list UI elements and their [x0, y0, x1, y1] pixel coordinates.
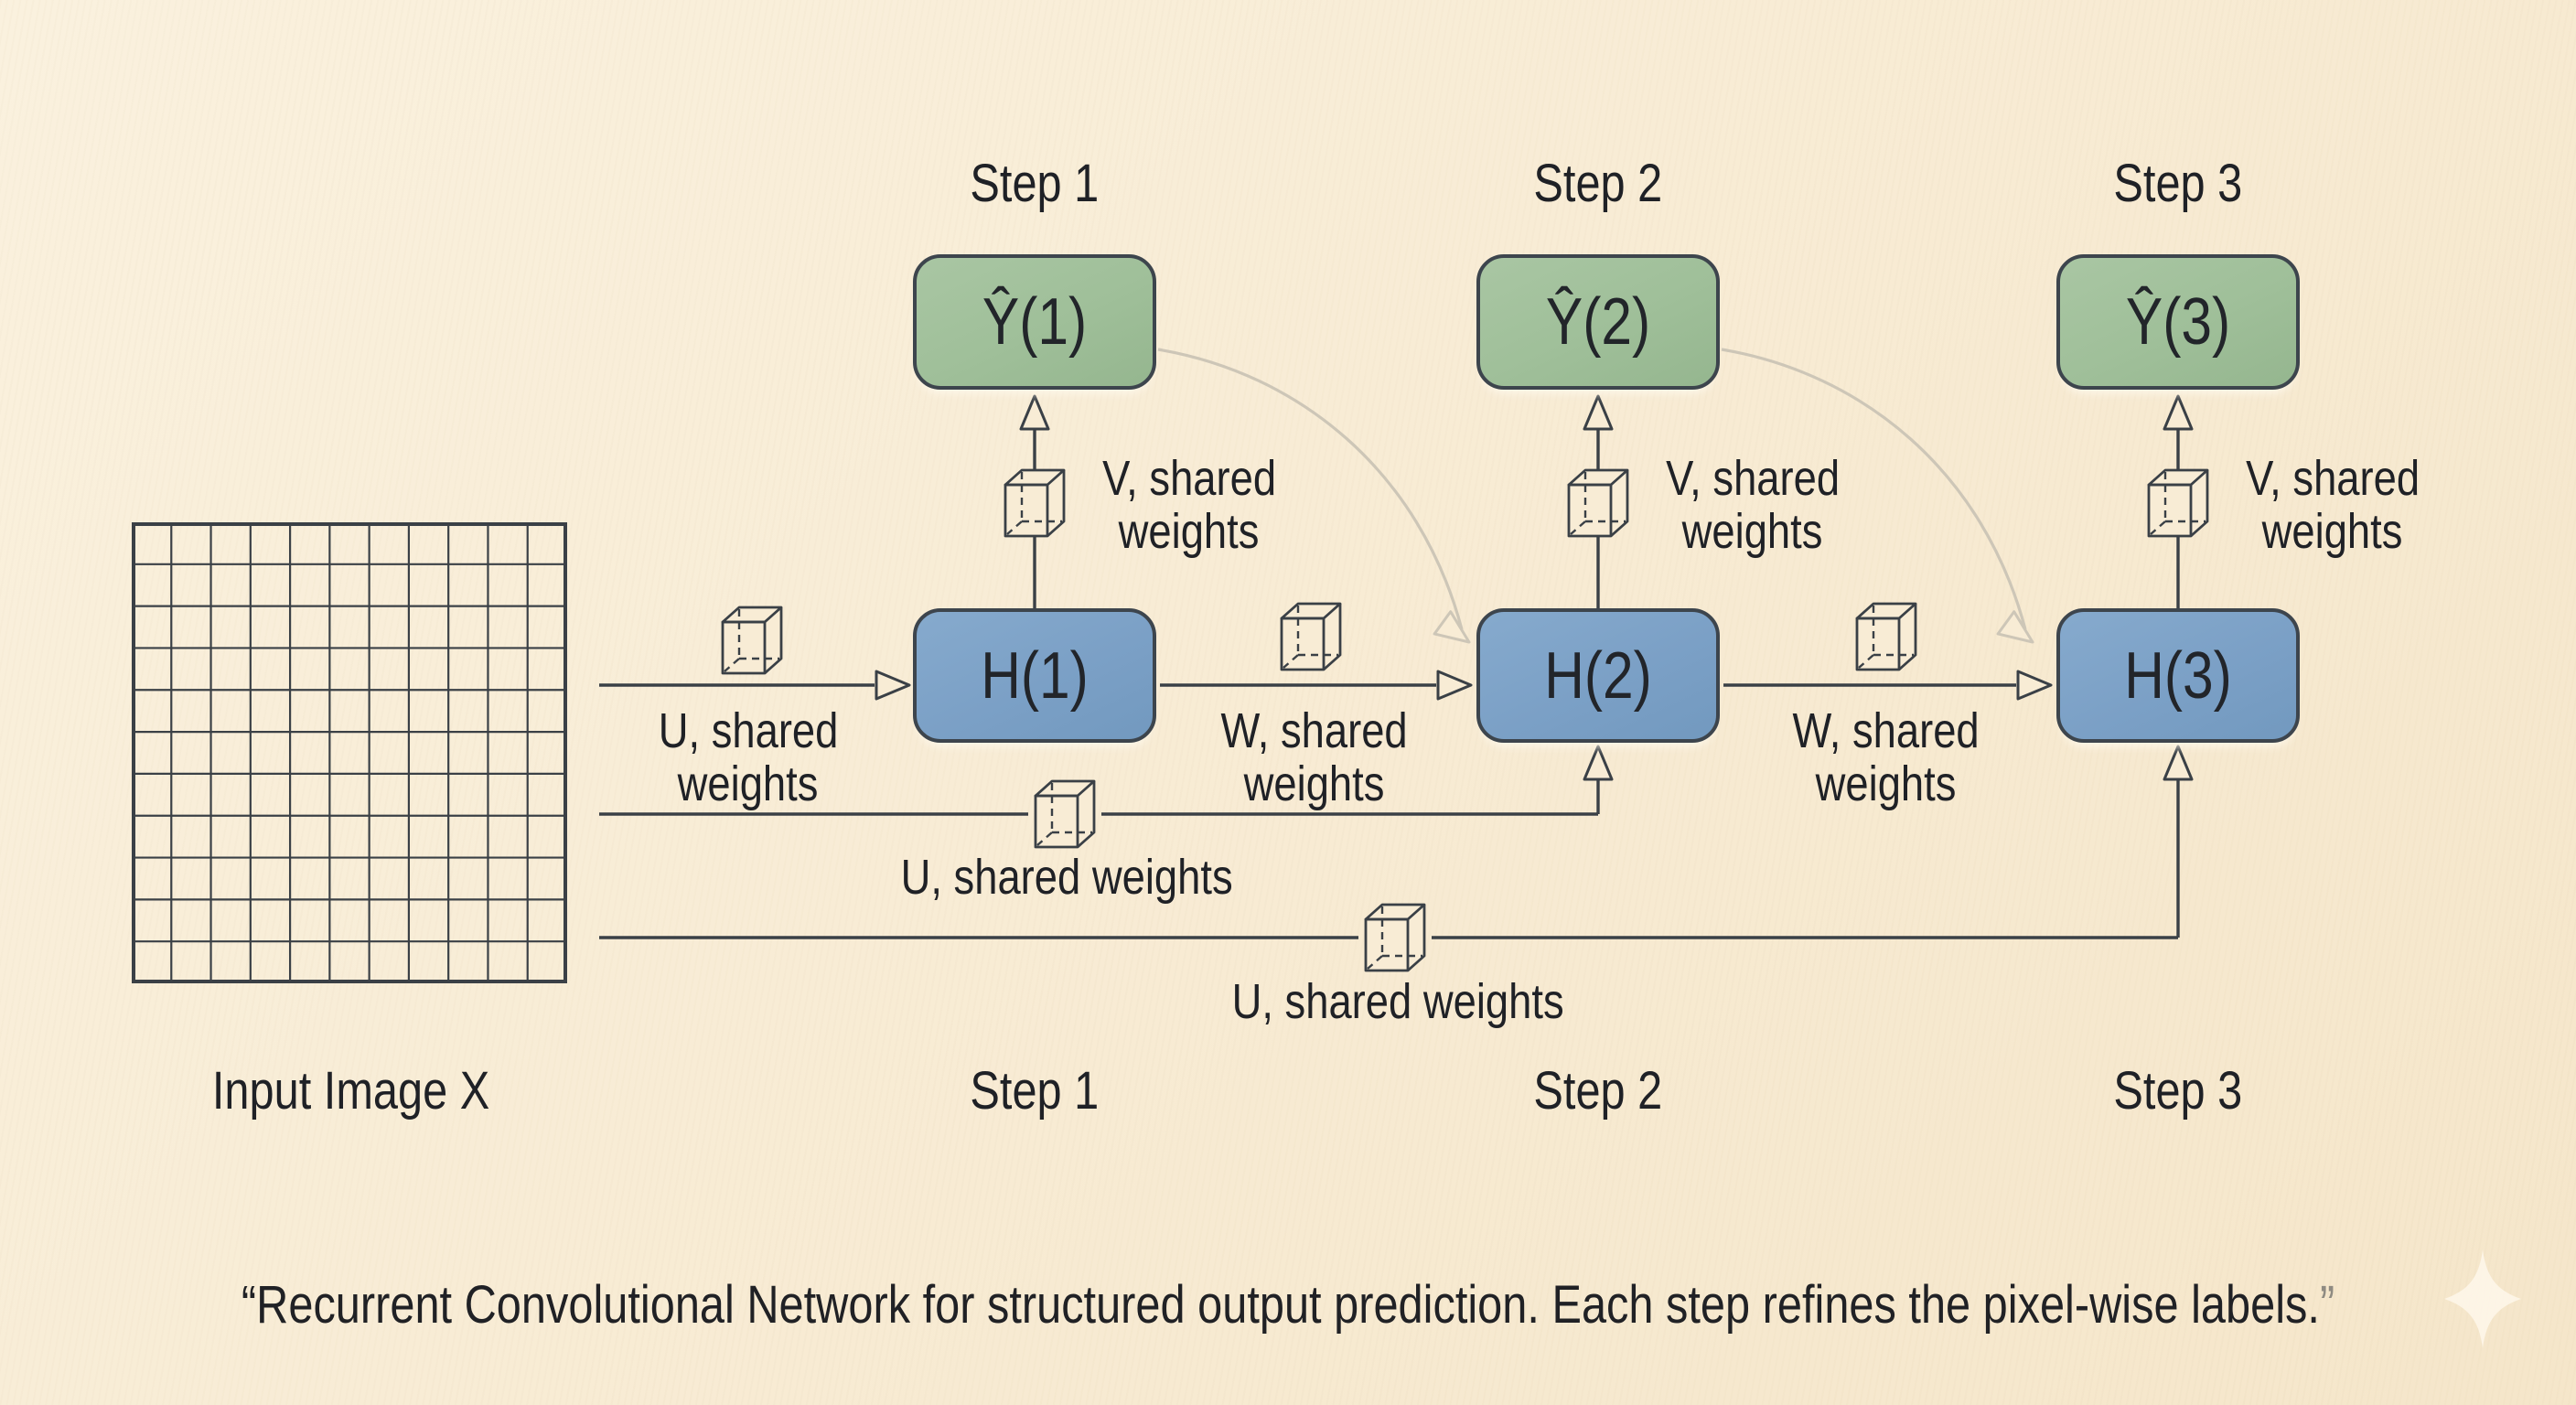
v2-line2: weights — [1682, 504, 1823, 560]
node-y3-label: Ŷ(3) — [2125, 285, 2231, 359]
conv-cube-w1-icon — [1280, 602, 1342, 671]
step1-top-text: Step 1 — [970, 154, 1100, 213]
arrowhead-up-into-h3 — [2163, 745, 2194, 781]
step3-top-text: Step 3 — [2113, 154, 2243, 213]
arrowhead-into-h2 — [1436, 670, 1473, 701]
arrow-input-to-h3-recurrent — [599, 779, 2180, 939]
node-h2-label: H(2) — [1544, 638, 1652, 713]
v1-line1: V, shared — [1102, 451, 1276, 506]
node-y2-label: Ŷ(2) — [1545, 285, 1651, 359]
w2-line1: W, shared — [1792, 703, 1980, 758]
node-h3: H(3) — [2056, 608, 2300, 743]
step1-bottom-text: Step 1 — [970, 1061, 1100, 1121]
v-weights-label-3: V, shared weights — [2131, 452, 2534, 559]
u1-line2: weights — [678, 756, 819, 812]
step3-top-label: Step 3 — [2023, 154, 2334, 213]
feedback-curves — [1157, 348, 2027, 630]
step2-bottom-text: Step 2 — [1533, 1061, 1663, 1121]
arrowhead-up-into-y2 — [1583, 394, 1614, 431]
conv-cube-u2-icon — [1034, 779, 1096, 849]
u-weights-label-input: U, shared weights — [547, 704, 950, 811]
node-h1: H(1) — [913, 608, 1156, 743]
arrowhead-up-into-y1 — [1019, 394, 1050, 431]
step2-top-label: Step 2 — [1443, 154, 1754, 213]
step2-top-text: Step 2 — [1533, 154, 1663, 213]
caption-open-quote: “ — [241, 1275, 257, 1335]
w2-line2: weights — [1816, 756, 1957, 812]
step1-top-label: Step 1 — [879, 154, 1190, 213]
u-weights-label-recurrent3: U, shared weights — [1197, 974, 1599, 1029]
step1-bottom-label: Step 1 — [833, 1061, 1236, 1121]
node-y1-label: Ŷ(1) — [982, 285, 1088, 359]
curve-y2-to-h3 — [1721, 348, 2027, 630]
input-image-grid — [132, 522, 567, 983]
caption-text: Recurrent Convolutional Network for stru… — [256, 1275, 2320, 1335]
step3-bottom-text: Step 3 — [2113, 1061, 2243, 1121]
node-y2: Ŷ(2) — [1476, 254, 1720, 390]
caption: “Recurrent Convolutional Network for str… — [0, 1275, 2576, 1335]
w-weights-label-1: W, shared weights — [1113, 704, 1516, 811]
w-weights-label-2: W, shared weights — [1685, 704, 2088, 811]
v3-line1: V, shared — [2246, 451, 2420, 506]
sparkle-icon — [2444, 1249, 2521, 1348]
input-image-text: Input Image X — [212, 1061, 490, 1121]
u-weights-label-recurrent2: U, shared weights — [865, 850, 1268, 905]
arrowhead-up-into-h2 — [1583, 745, 1614, 781]
u3-text: U, shared weights — [1231, 974, 1564, 1029]
w1-line1: W, shared — [1220, 703, 1409, 758]
input-grid-icon — [132, 522, 567, 983]
v3-line2: weights — [2262, 504, 2403, 560]
node-h3-label: H(3) — [2124, 638, 2232, 713]
conv-cube-u1-icon — [721, 606, 783, 675]
conv-cube-u3-icon — [1364, 903, 1426, 972]
input-image-label: Input Image X — [150, 1061, 553, 1121]
node-h1-label: H(1) — [981, 638, 1089, 713]
curve-y1-to-h2 — [1157, 348, 1464, 630]
caption-close-quote: ” — [2319, 1275, 2335, 1335]
node-h2: H(2) — [1476, 608, 1720, 743]
step2-bottom-label: Step 2 — [1397, 1061, 1799, 1121]
conv-cube-w2-icon — [1855, 602, 1917, 671]
v1-line2: weights — [1119, 504, 1260, 560]
arrow-input-to-h2-recurrent — [599, 779, 1600, 816]
node-y1: Ŷ(1) — [913, 254, 1156, 390]
light-arrowhead-into-h2 — [1433, 610, 1479, 655]
u2-text: U, shared weights — [900, 850, 1233, 905]
u1-line1: U, shared — [658, 703, 839, 758]
arrowhead-into-h3 — [2016, 670, 2053, 701]
dark-wires — [599, 426, 2180, 939]
v-weights-label-2: V, shared weights — [1551, 452, 1954, 559]
arrowhead-up-into-y3 — [2163, 394, 2194, 431]
step3-bottom-label: Step 3 — [1977, 1061, 2379, 1121]
node-y3: Ŷ(3) — [2056, 254, 2300, 390]
light-arrowhead-into-h3 — [1996, 610, 2043, 655]
w1-line2: weights — [1244, 756, 1385, 812]
arrowhead-into-h1 — [875, 670, 911, 701]
v-weights-label-1: V, shared weights — [988, 452, 1390, 559]
v2-line1: V, shared — [1666, 451, 1840, 506]
